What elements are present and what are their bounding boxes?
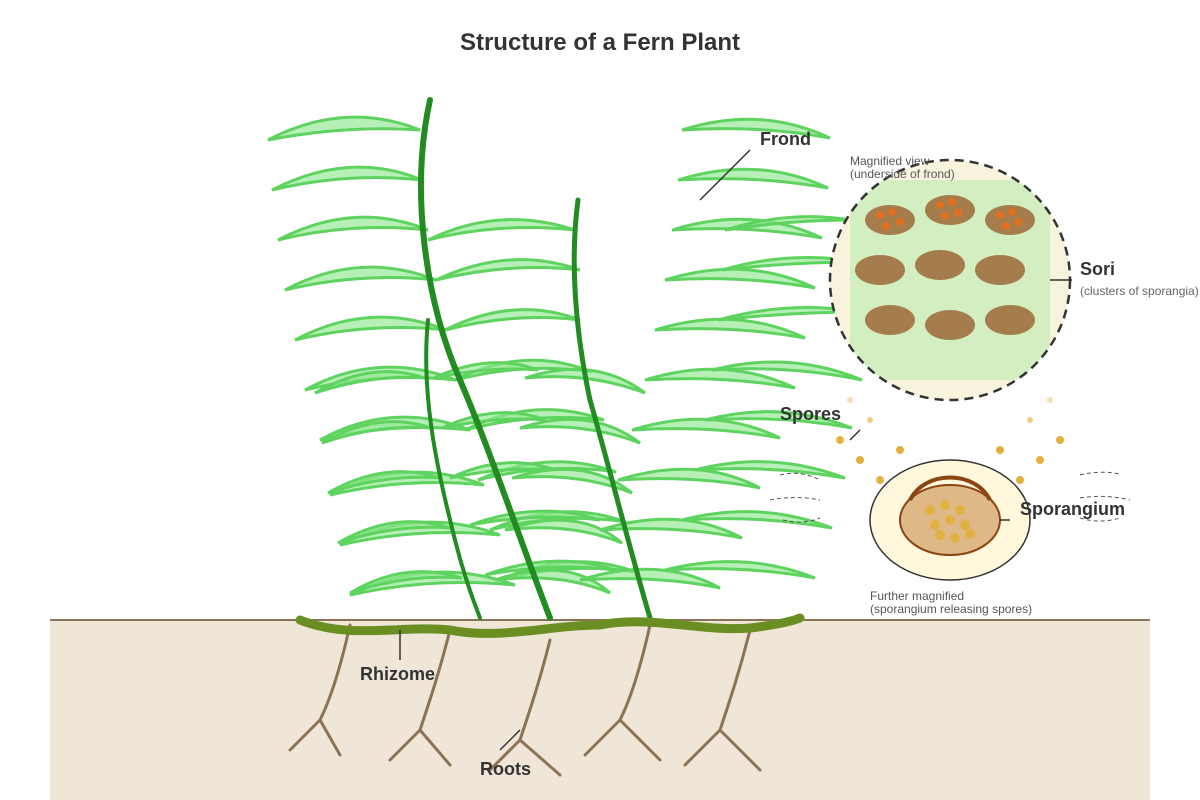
sori-sublabel: (clusters of sporangia) bbox=[1080, 284, 1199, 298]
spores-label: Spores bbox=[780, 404, 841, 424]
frond-label: Frond bbox=[760, 129, 811, 149]
fern-fronds bbox=[267, 115, 863, 597]
magnified-note-line1: Magnified view bbox=[850, 154, 930, 168]
sporangia-dots bbox=[876, 198, 1022, 230]
magnified-view bbox=[828, 158, 1072, 402]
frond-stems bbox=[418, 97, 653, 621]
magnified-note-line2: (underside of frond) bbox=[850, 167, 955, 181]
sporangium bbox=[869, 459, 1031, 581]
diagram-title: Structure of a Fern Plant bbox=[460, 29, 740, 56]
rhizome bbox=[295, 613, 805, 638]
spores bbox=[836, 397, 1064, 484]
sori-label: Sori bbox=[1080, 259, 1115, 279]
roots bbox=[288, 623, 762, 777]
sporangium-label: Sporangium bbox=[1020, 499, 1125, 519]
label-pointers bbox=[399, 149, 1072, 751]
motion-lines bbox=[769, 471, 1131, 523]
further-note-line2: (sporangium releasing spores) bbox=[870, 602, 1032, 616]
rhizome-label: Rhizome bbox=[360, 664, 435, 684]
sori-clusters bbox=[855, 195, 1035, 340]
further-note-line1: Further magnified bbox=[870, 589, 964, 603]
roots-label: Roots bbox=[480, 759, 531, 779]
soil bbox=[50, 620, 1150, 800]
